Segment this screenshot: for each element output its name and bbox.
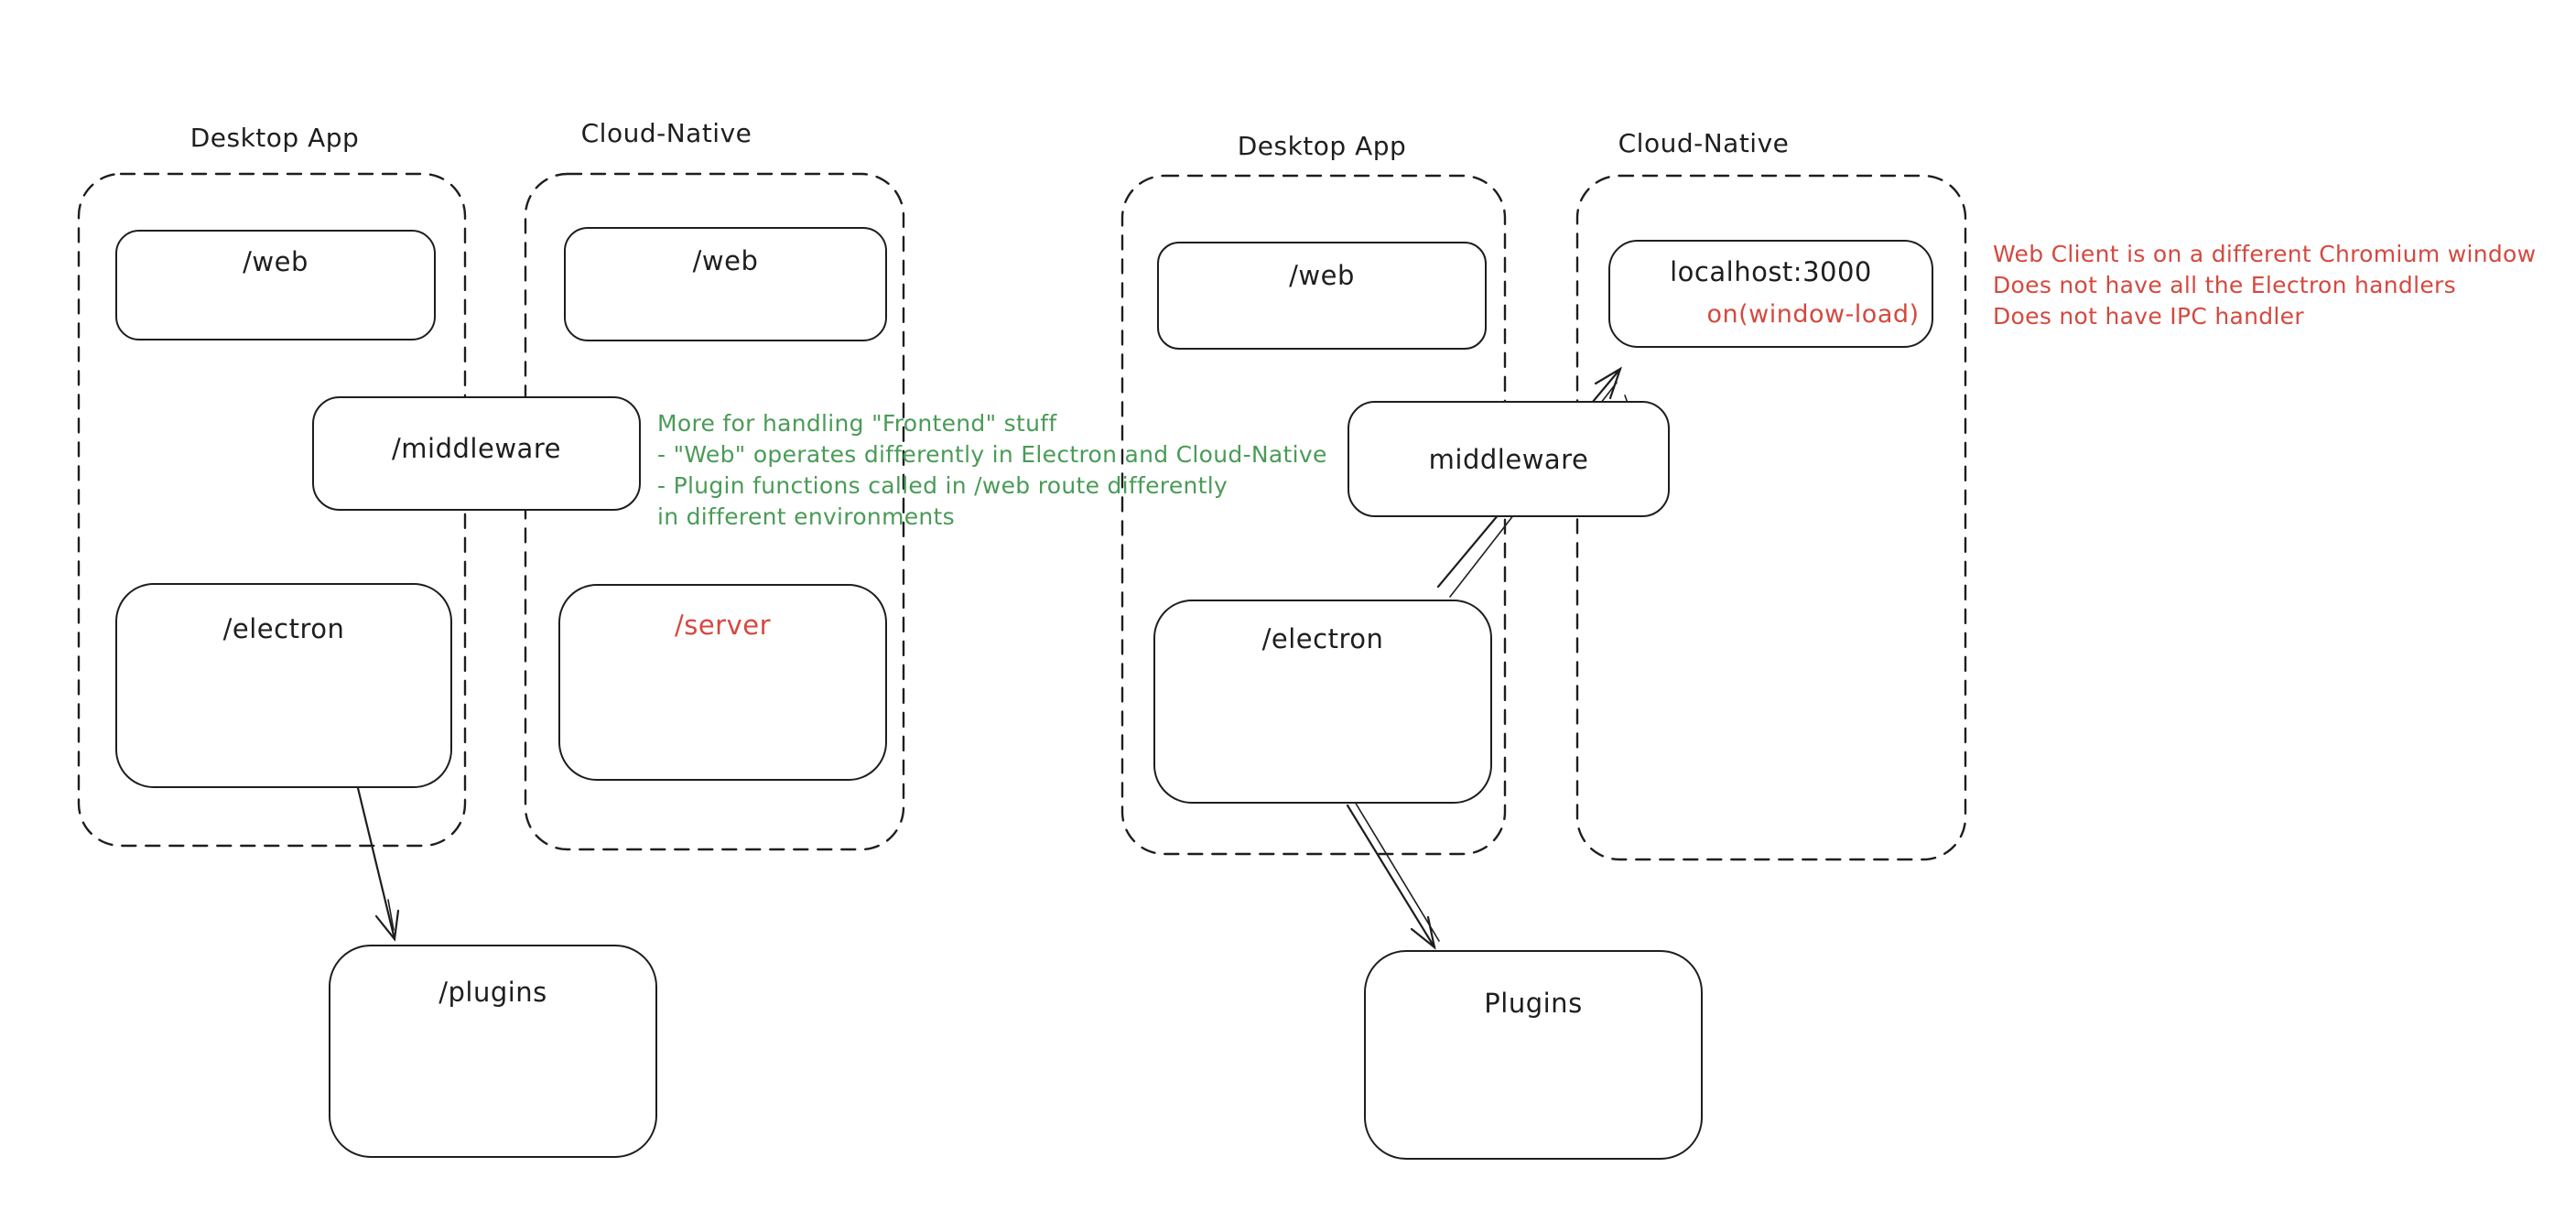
right-localhost-box[interactable]: localhost:3000 on(window-load) (1608, 240, 1933, 348)
green-annotation-line4: in different environments (657, 503, 955, 530)
left-electron-label: /electron (222, 613, 345, 644)
arrow-electron-to-plugins-right[interactable] (1346, 801, 1440, 950)
red-annotation-line3: Does not have IPC handler (1993, 303, 2304, 330)
left-plugins-label: /plugins (438, 977, 547, 1008)
right-electron-label: /electron (1261, 623, 1384, 654)
right-middleware-label: middleware (1428, 444, 1589, 475)
right-plugins-label: Plugins (1484, 988, 1583, 1019)
left-plugins-box[interactable]: /plugins (329, 945, 657, 1158)
left-cloud-web-box[interactable]: /web (564, 227, 887, 341)
right-desktop-app-container[interactable] (1120, 174, 1507, 856)
green-annotation-line3: - Plugin functions called in /web route … (657, 472, 1228, 499)
right-desktop-web-label: /web (1289, 260, 1355, 291)
window-load-label: on(window-load) (1706, 300, 1920, 329)
right-plugins-box[interactable]: Plugins (1364, 950, 1703, 1160)
green-annotation[interactable]: More for handling "Frontend" stuff - "We… (657, 408, 1327, 533)
left-desktop-web-box[interactable]: /web (115, 230, 436, 340)
left-desktop-app-title: Desktop App (189, 123, 360, 153)
right-cloud-native-container[interactable] (1575, 174, 1967, 861)
left-server-box[interactable]: /server (558, 584, 887, 781)
left-cloud-web-label: /web (692, 245, 759, 276)
left-middleware-label: /middleware (392, 433, 561, 464)
right-electron-box[interactable]: /electron (1153, 600, 1492, 804)
right-middleware-box[interactable]: middleware (1348, 401, 1670, 517)
right-desktop-web-box[interactable]: /web (1157, 242, 1487, 350)
localhost-label: localhost:3000 (1670, 256, 1872, 287)
left-server-label: /server (674, 610, 772, 641)
right-desktop-app-title: Desktop App (1237, 131, 1407, 161)
green-annotation-line1: More for handling "Frontend" stuff (657, 410, 1057, 437)
red-annotation[interactable]: Web Client is on a different Chromium wi… (1993, 239, 2536, 332)
left-electron-box[interactable]: /electron (115, 583, 452, 788)
left-desktop-web-label: /web (243, 246, 308, 277)
red-annotation-line2: Does not have all the Electron handlers (1993, 272, 2456, 298)
arrow-electron-to-plugins-left[interactable] (356, 786, 400, 942)
green-annotation-line2: - "Web" operates differently in Electron… (657, 441, 1327, 468)
left-cloud-native-title: Cloud-Native (580, 118, 752, 148)
left-middleware-box[interactable]: /middleware (312, 396, 641, 511)
right-cloud-native-title: Cloud-Native (1618, 128, 1790, 158)
left-desktop-app-container[interactable] (77, 172, 467, 848)
left-cloud-native-container[interactable] (524, 172, 905, 851)
red-annotation-line1: Web Client is on a different Chromium wi… (1993, 241, 2537, 267)
